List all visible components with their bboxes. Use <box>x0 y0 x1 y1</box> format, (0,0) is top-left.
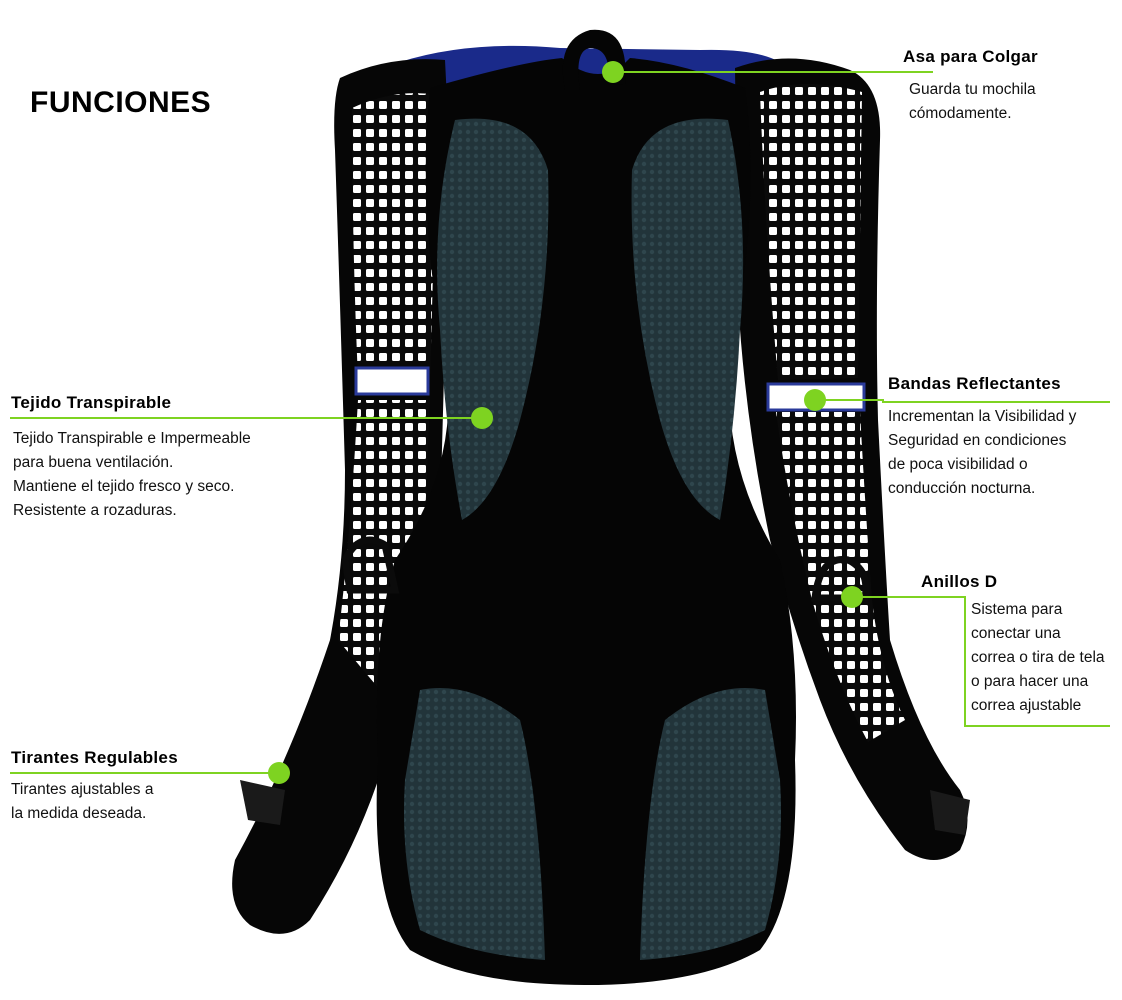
feature-title-tejido: Tejido Transpirable <box>11 393 172 412</box>
feature-desc-asa: Guarda tu mochila cómodamente. <box>909 81 1036 122</box>
callout-dot-tirantes <box>268 762 290 784</box>
callout-dot-tejido <box>471 407 493 429</box>
callout-line-bandas <box>815 399 1110 403</box>
buckle-left <box>240 780 285 825</box>
feature-title-bandas: Bandas Reflectantes <box>888 374 1061 393</box>
right-shoulder-strap <box>735 58 968 860</box>
feature-desc-bandas: Incrementan la Visibilidad y Seguridad e… <box>888 408 1077 497</box>
reflective-band-left <box>354 366 430 396</box>
feature-title-tirantes: Tirantes Regulables <box>11 748 178 767</box>
callout-line-anillos <box>852 596 1110 727</box>
feature-desc-anillos: Sistema para conectar una correa o tira … <box>971 601 1105 714</box>
feature-desc-tejido: Tejido Transpirable e Impermeable para b… <box>13 430 251 519</box>
back-panel <box>376 58 796 985</box>
d-ring-right <box>811 555 870 602</box>
feature-title-anillos: Anillos D <box>921 572 998 591</box>
callout-dot-bandas <box>804 389 826 411</box>
callout-dot-asa <box>602 61 624 83</box>
d-ring-left <box>341 536 400 594</box>
feature-desc-tirantes: Tirantes ajustables a la medida deseada. <box>11 781 154 822</box>
page-title: FUNCIONES <box>30 86 212 119</box>
callout-dot-anillos <box>841 586 863 608</box>
feature-title-asa: Asa para Colgar <box>903 47 1038 66</box>
buckle-right <box>930 790 970 835</box>
